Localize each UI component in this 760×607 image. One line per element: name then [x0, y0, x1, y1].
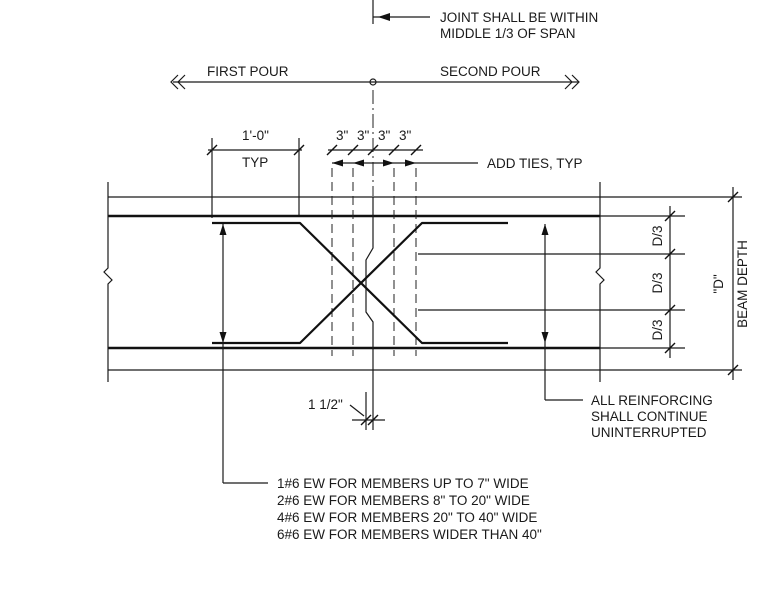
- beam-depth-label: BEAM DEPTH: [735, 240, 750, 328]
- tie-spacing-1: 3": [336, 128, 349, 143]
- add-ties-arrow-4: [405, 159, 416, 167]
- d3-label-bottom: D/3: [650, 319, 665, 340]
- joint-marker: [369, 78, 377, 86]
- key-offset-tick-left: [360, 414, 372, 426]
- d3-label-top: D/3: [650, 225, 665, 246]
- break-line-left: [103, 182, 113, 382]
- tie-tick-1: [326, 144, 338, 156]
- second-pour-arrow-2: [571, 74, 580, 90]
- typ-label: TYP: [242, 155, 268, 170]
- depth-tick-bottom: [727, 364, 739, 376]
- first-pour-label: FIRST POUR: [207, 64, 289, 79]
- depth-tick-top: [727, 191, 739, 203]
- reinforcing-arrow-top: [541, 224, 549, 235]
- first-pour-arrow-2: [177, 74, 186, 90]
- bar-schedule-line3: 4#6 EW FOR MEMBERS 20" TO 40" WIDE: [277, 510, 537, 525]
- d3-tick-3: [664, 304, 676, 316]
- bar-schedule-arrow-top: [219, 224, 227, 235]
- tie-spacing-3: 3": [378, 128, 391, 143]
- keyed-construction-joint: [365, 197, 374, 392]
- joint-note-line2: MIDDLE 1/3 OF SPAN: [440, 26, 576, 41]
- reinforcing-arrow-bottom: [541, 332, 549, 343]
- key-offset-tick-right: [367, 414, 379, 426]
- tie-tick-5: [410, 144, 422, 156]
- d3-tick-1: [664, 210, 676, 222]
- reinforcing-note-line2: SHALL CONTINUE: [591, 409, 708, 424]
- tie-spacing-4: 3": [399, 128, 412, 143]
- joint-note-line1: JOINT SHALL BE WITHIN: [440, 10, 598, 25]
- tie-tick-4: [388, 144, 400, 156]
- add-ties-arrow-1: [332, 159, 343, 167]
- add-ties-arrow-3: [383, 159, 394, 167]
- depth-d-label: "D": [711, 274, 726, 294]
- d3-tick-4: [664, 342, 676, 354]
- reinforcing-note-line3: UNINTERRUPTED: [591, 425, 707, 440]
- bar-schedule-line1: 1#6 EW FOR MEMBERS UP TO 7" WIDE: [277, 476, 529, 491]
- joint-leader-arrowhead: [378, 13, 390, 21]
- d3-label-middle: D/3: [650, 272, 665, 293]
- key-offset-leader: [349, 404, 365, 417]
- break-line-right: [595, 182, 605, 382]
- diagonal-dowel-bar-b: [212, 221, 508, 345]
- key-offset-label: 1 1/2": [308, 397, 343, 412]
- add-ties-arrow-2: [353, 159, 364, 167]
- second-pour-label: SECOND POUR: [440, 64, 541, 79]
- first-pour-arrow-1: [170, 74, 179, 90]
- add-ties-label: ADD TIES, TYP: [487, 156, 583, 171]
- second-pour-arrow-1: [564, 74, 573, 90]
- bar-schedule-line2: 2#6 EW FOR MEMBERS 8" TO 20" WIDE: [277, 493, 530, 508]
- tie-tick-2: [347, 144, 359, 156]
- tie-spacing-2: 3": [357, 128, 370, 143]
- reinforcing-note-line1: ALL REINFORCING: [591, 393, 713, 408]
- typ-dimension-value: 1'-0": [242, 128, 269, 143]
- tie-tick-3: [367, 144, 379, 156]
- d3-tick-2: [664, 248, 676, 260]
- bar-schedule-arrow-bottom: [219, 332, 227, 343]
- bar-schedule-line4: 6#6 EW FOR MEMBERS WIDER THAN 40": [277, 527, 542, 542]
